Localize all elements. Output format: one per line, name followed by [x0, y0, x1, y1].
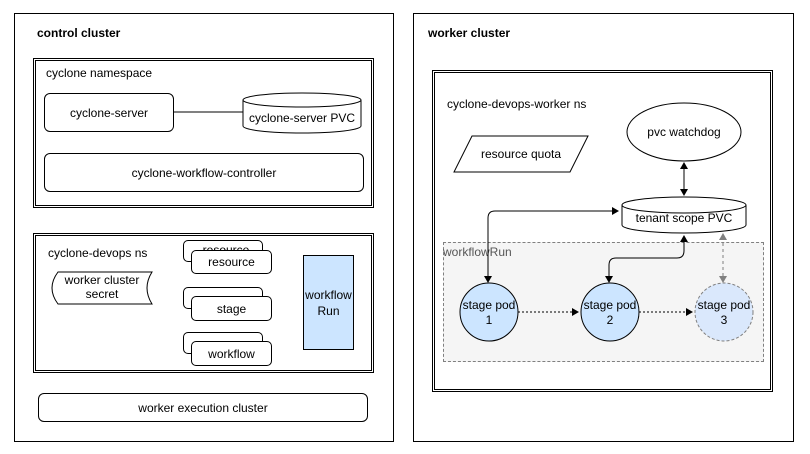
cyclone-workflow-controller-box[interactable]: cyclone-workflow-controller [44, 153, 364, 192]
workflow-box[interactable]: workflow [191, 341, 272, 366]
worker-cluster-secret-label: worker cluster secret [52, 273, 152, 301]
stage-pod-1-line1: stage pod [462, 298, 516, 312]
cyclone-namespace-frame [33, 58, 374, 208]
stage-box[interactable]: stage [191, 296, 272, 321]
stage-pod-2-line2: 2 [606, 313, 614, 327]
stage-pod-2-line1: stage pod [583, 298, 637, 312]
pod1-pvc-connector [484, 207, 619, 283]
stage-pod-1[interactable]: stage pod 1 [460, 298, 518, 328]
worker-ns-label: cyclone-devops-worker ns [447, 97, 587, 111]
resource-box[interactable]: resource [191, 250, 272, 274]
resource-quota-label: resource quota [480, 147, 562, 161]
cyclone-server-pvc-cylinder[interactable] [242, 92, 362, 134]
worker-ns-frame [432, 70, 773, 392]
stage-pod-3[interactable]: stage pod 3 [695, 298, 753, 328]
stage-pod-2[interactable]: stage pod 2 [581, 298, 639, 328]
cyclone-namespace-label: cyclone namespace [46, 66, 153, 80]
workflow-run-line1: workflow [305, 287, 352, 302]
cyclone-devops-ns-frame [33, 233, 374, 373]
control-cluster-title: control cluster [37, 26, 121, 40]
worker-execution-cluster-box[interactable]: worker execution cluster [38, 393, 368, 422]
stage-pod-3-line1: stage pod [697, 298, 751, 312]
pod2-pvc-connector [605, 235, 688, 283]
pvc-watchdog-label: pvc watchdog [647, 125, 721, 139]
resource-quota-shape [453, 135, 589, 173]
worker-cluster-title: worker cluster [428, 26, 511, 40]
cyclone-devops-ns-label: cyclone-devops ns [48, 246, 148, 260]
stage-pod-3-line2: 3 [720, 313, 728, 327]
stage-pod-3-circle [694, 282, 754, 342]
secret-line2: secret [85, 287, 119, 301]
workflow-run-box[interactable]: workflow Run [303, 255, 354, 350]
secret-line1: worker cluster [64, 273, 140, 287]
pvc-watchdog-shape [626, 102, 742, 162]
tenant-pvc-label: tenant scope PVC [635, 211, 733, 225]
worker-cluster-secret-shape [51, 271, 153, 305]
cyclone-server-box[interactable]: cyclone-server [44, 93, 174, 132]
cyclone-server-pvc-label: cyclone-server PVC [248, 111, 356, 125]
stage-pod-1-line2: 1 [485, 313, 493, 327]
tenant-pvc-cylinder[interactable] [621, 196, 747, 234]
workflow-run-line2: Run [317, 303, 340, 318]
